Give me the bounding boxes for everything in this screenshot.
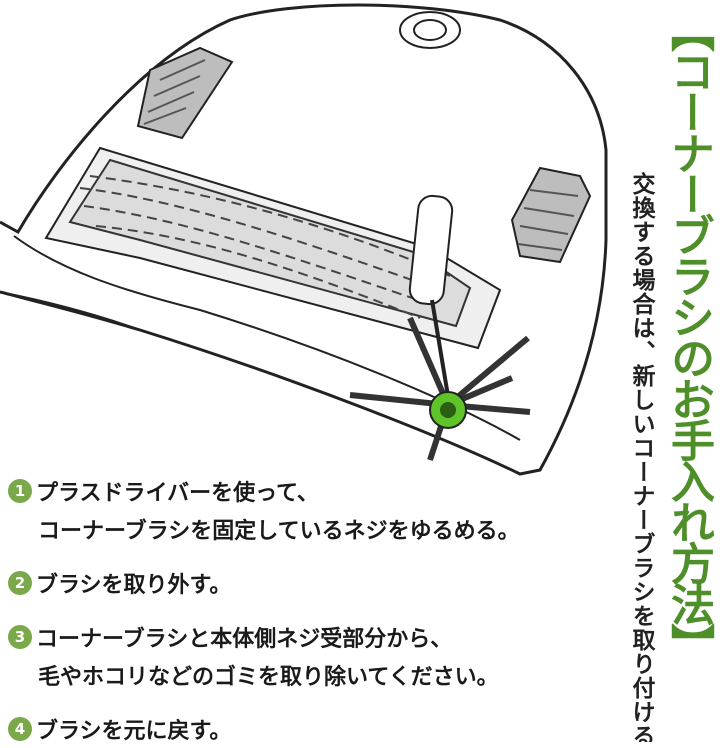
step-3-continued: 毛やホコリなどのゴミを取り除いてください。 — [8, 656, 608, 694]
instruction-steps: 1 プラスドライバーを使って、 コーナーブラシを固定しているネジをゆるめる。 2… — [8, 472, 608, 748]
replacement-note: 交換する場合は、新しいコーナーブラシを取り付ける。 — [628, 172, 654, 742]
corner-brush-illustration — [349, 316, 531, 461]
right-wheel — [510, 166, 592, 264]
screwdriver-illustration — [408, 194, 454, 397]
step-1-continued: コーナーブラシを固定しているネジをゆるめる。 — [8, 510, 608, 548]
left-wheel — [136, 46, 234, 140]
step-number-badge: 1 — [8, 479, 32, 503]
step-3-text: コーナーブラシと本体側ネジ受部分から、 — [36, 627, 453, 652]
step-4-text: ブラシを元に戻す。 — [36, 719, 232, 744]
step-1-text-line2: コーナーブラシを固定しているネジをゆるめる。 — [38, 519, 520, 544]
step-number-badge: 2 — [8, 571, 32, 595]
caster-wheel — [399, 11, 461, 49]
step-number-badge: 4 — [8, 717, 32, 741]
step-3-text-line2: 毛やホコリなどのゴミを取り除いてください。 — [38, 665, 499, 690]
robot-vacuum-underside-illustration — [0, 3, 608, 476]
step-4: 4 ブラシを元に戻す。 — [8, 710, 608, 748]
step-1-text: プラスドライバーを使って、 — [36, 481, 319, 506]
step-number-badge: 3 — [8, 625, 32, 649]
step-2-text: ブラシを取り外す。 — [36, 573, 232, 598]
step-2: 2 ブラシを取り外す。 — [8, 564, 608, 602]
page-title: 【コーナーブラシのお手入れ方法】 — [663, 8, 714, 664]
vacuum-body-bottom-edge — [0, 291, 521, 475]
step-3: 3 コーナーブラシと本体側ネジ受部分から、 — [8, 618, 608, 656]
step-1: 1 プラスドライバーを使って、 — [8, 472, 608, 510]
